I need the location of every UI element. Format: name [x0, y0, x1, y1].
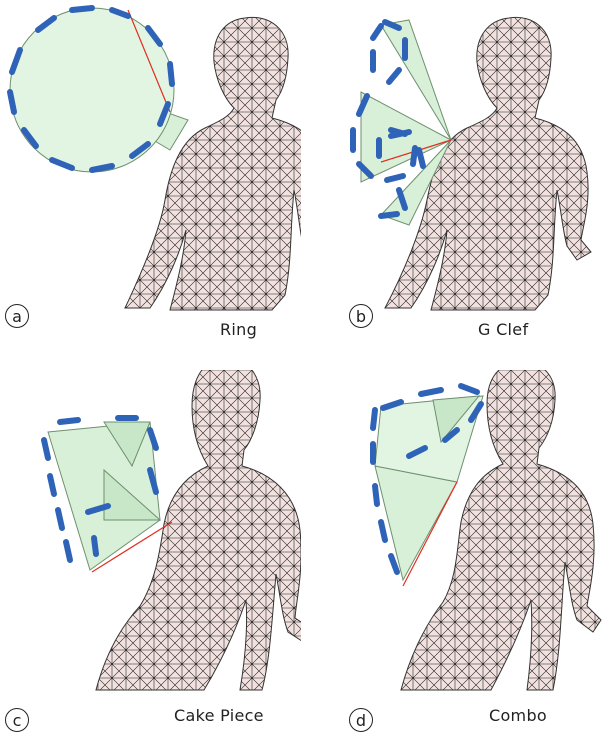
- panel-caption-c: Cake Piece: [174, 706, 264, 725]
- panel-b-canvas: [301, 0, 602, 370]
- panel-caption-d: Combo: [489, 706, 547, 725]
- panel-a-canvas: [0, 0, 301, 370]
- panel-c: c Cake Piece: [0, 370, 301, 740]
- panel-d-canvas: [301, 370, 602, 740]
- panel-caption-b: G Clef: [478, 320, 528, 339]
- panel-caption-a: Ring: [220, 320, 257, 339]
- panel-label-d: d: [349, 708, 373, 732]
- panel-label-b: b: [349, 304, 373, 328]
- panel-d: d Combo: [301, 370, 602, 740]
- panel-label-c: c: [5, 708, 29, 732]
- panel-a: a Ring: [0, 0, 301, 370]
- panel-c-canvas: [0, 370, 301, 740]
- panel-label-a: a: [5, 304, 29, 328]
- panel-b: b G Clef: [301, 0, 602, 370]
